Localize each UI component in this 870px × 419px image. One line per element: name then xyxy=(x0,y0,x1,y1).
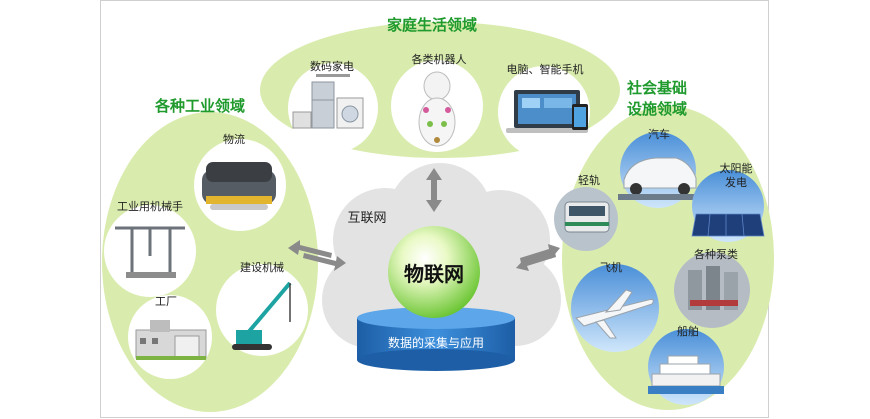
car-icon xyxy=(618,157,698,200)
social-region-title-line2: 设施领域 xyxy=(627,100,687,118)
robots-label: 各类机器人 xyxy=(412,52,467,66)
solar-power-label-line1: 太阳能 xyxy=(720,161,753,175)
factory-label: 工厂 xyxy=(155,295,177,308)
ship-icon xyxy=(648,355,724,394)
construction-machinery-label: 建设机械 xyxy=(240,260,284,274)
pc-smartphone-label: 电脑、智能手机 xyxy=(507,62,584,76)
arrow-left-right-social xyxy=(516,244,560,271)
logistics-robot-icon xyxy=(202,162,276,210)
solar-power-label-line2: 发电 xyxy=(725,175,747,189)
crane-icon xyxy=(232,281,292,350)
light-rail-icon xyxy=(564,201,610,233)
airplane-icon xyxy=(575,289,654,339)
social-region-title-line1: 社会基础 xyxy=(626,79,687,97)
iot-core-label: 物联网 xyxy=(404,262,464,286)
airplane-label: 飞机 xyxy=(600,260,622,274)
pc-icon xyxy=(506,90,588,133)
ship-label: 船舶 xyxy=(677,324,699,338)
car-label: 汽车 xyxy=(648,127,670,141)
pumps-icon xyxy=(688,266,738,310)
factory-icon xyxy=(135,320,207,360)
appliances-icon xyxy=(292,74,364,129)
pumps-label: 各种泵类 xyxy=(694,247,738,261)
logistics-label: 物流 xyxy=(223,132,245,146)
home-region-title: 家庭生活领域 xyxy=(387,16,477,34)
digital-appliances-label: 数码家电 xyxy=(310,59,354,73)
industrial-arm-icon xyxy=(115,226,185,278)
light-rail-label: 轻轨 xyxy=(578,173,600,187)
arrow-up-down xyxy=(426,168,442,212)
data-cylinder xyxy=(357,307,515,371)
industry-region-title: 各种工业领域 xyxy=(154,97,245,115)
internet-label: 互联网 xyxy=(347,211,386,226)
arrow-left-right-industry xyxy=(288,240,346,271)
iot-sphere xyxy=(388,226,480,318)
data-collection-label: 数据的采集与应用 xyxy=(388,335,484,350)
solar-panel-icon xyxy=(691,213,765,237)
robot-icon xyxy=(418,71,456,147)
industrial-arm-label: 工业用机械手 xyxy=(117,199,183,213)
